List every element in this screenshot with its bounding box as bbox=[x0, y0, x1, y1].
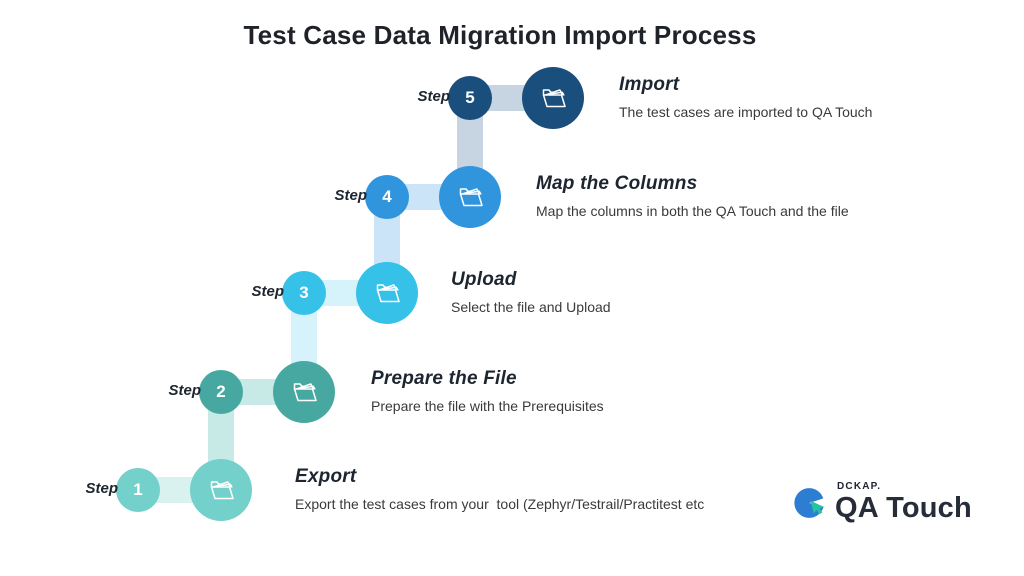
qa-touch-logo: DCKAP. QA Touch bbox=[793, 482, 972, 523]
step-icon-circle bbox=[439, 166, 501, 228]
step-label: Step bbox=[417, 88, 450, 105]
qa-touch-cursor-icon bbox=[794, 488, 828, 518]
step-number-badge: 3 bbox=[282, 271, 326, 315]
step-description: Map the columns in both the QA Touch and… bbox=[536, 203, 849, 219]
open-folder-icon bbox=[452, 179, 488, 215]
step-title: Upload bbox=[451, 269, 517, 290]
step-label: Step bbox=[251, 283, 284, 300]
step-text-block: Upload Select the file and Upload bbox=[451, 269, 611, 316]
logo-product: QA Touch bbox=[835, 492, 972, 524]
step-text-block: Prepare the File Prepare the file with t… bbox=[371, 368, 604, 415]
step-title: Export bbox=[295, 466, 357, 487]
step-description: Export the test cases from your tool (Ze… bbox=[295, 496, 705, 512]
logo-text: DCKAP. QA Touch bbox=[835, 482, 972, 523]
step-description: The test cases are imported to QA Touch bbox=[619, 104, 873, 120]
step-icon-circle bbox=[273, 361, 335, 423]
step-label: Step bbox=[85, 480, 118, 497]
open-folder-icon bbox=[535, 80, 571, 116]
step-number-badge: 1 bbox=[116, 468, 160, 512]
open-folder-icon bbox=[286, 374, 322, 410]
step-label: Step bbox=[168, 382, 201, 399]
step-text-block: Export Export the test cases from your t… bbox=[295, 466, 704, 513]
step-icon-circle bbox=[356, 262, 418, 324]
step-icon-circle bbox=[190, 459, 252, 521]
step-number-badge: 4 bbox=[365, 175, 409, 219]
step-description: Prepare the file with the Prerequisites bbox=[371, 398, 604, 414]
step-number-badge: 2 bbox=[199, 370, 243, 414]
page-title: Test Case Data Migration Import Process bbox=[243, 20, 757, 50]
step-text-block: Import The test cases are imported to QA… bbox=[619, 74, 872, 121]
step-text-block: Map the Columns Map the columns in both … bbox=[536, 173, 849, 220]
step-title: Map the Columns bbox=[536, 173, 698, 194]
step-icon-circle bbox=[522, 67, 584, 129]
open-folder-icon bbox=[203, 472, 239, 508]
step-label: Step bbox=[334, 187, 367, 204]
step-description: Select the file and Upload bbox=[451, 299, 611, 315]
step-title: Import bbox=[619, 74, 680, 95]
step-title: Prepare the File bbox=[371, 368, 517, 389]
step-number-badge: 5 bbox=[448, 76, 492, 120]
logo-brand: DCKAP. bbox=[837, 481, 882, 492]
open-folder-icon bbox=[369, 275, 405, 311]
